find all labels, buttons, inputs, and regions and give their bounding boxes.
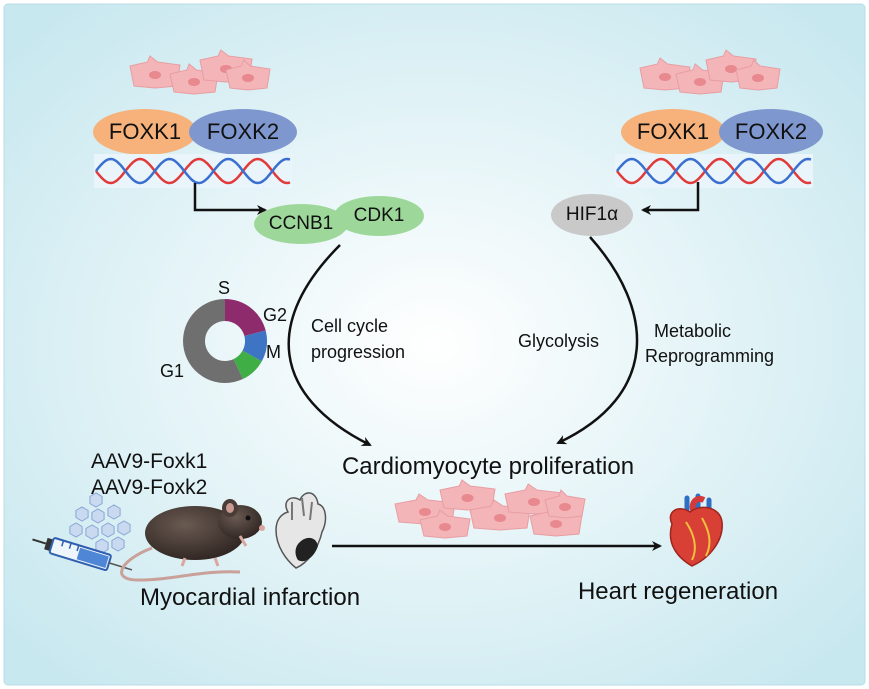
foxk2-left-ellipse: [189, 109, 297, 155]
phase-label-g1: G1: [160, 361, 185, 381]
cell-nucleus: [550, 520, 562, 528]
cell-nucleus: [242, 74, 254, 82]
infarcted-heart-icon: [275, 492, 327, 569]
aav-particles-icon: [69, 492, 131, 554]
cardiomyocyte-cluster-icon: [129, 49, 271, 95]
metabolic-label-line2: Reprogramming: [645, 346, 775, 366]
hif1a-ellipse: [551, 194, 633, 236]
dna-strand-blue: [95, 157, 291, 185]
phase-label-g2: G2: [263, 305, 288, 325]
activation-arrow-left: [193, 183, 267, 215]
dna-strip-right: [615, 154, 813, 188]
outcome-label: Cardiomyocyte proliferation: [341, 453, 635, 480]
ccnb1-ellipse: [254, 204, 348, 244]
cell-nucleus: [694, 78, 706, 86]
phase-segment-s: [225, 299, 266, 337]
cell-nucleus: [461, 494, 474, 502]
foxk1-right-ellipse: [621, 109, 725, 155]
phase-segment-g1: [183, 299, 243, 383]
aav-particle: [101, 522, 115, 538]
myocardial-infarction-label: Myocardial infarction: [139, 584, 361, 611]
cell-nucleus: [188, 78, 200, 86]
cell-nucleus: [725, 65, 737, 73]
dna-strip-left: [94, 154, 292, 188]
phase-label-m: M: [266, 342, 281, 362]
foxk2-left-label: FOXK2: [206, 119, 280, 144]
aav-particle: [75, 506, 89, 522]
heart-regeneration-label: Heart regeneration: [577, 578, 779, 605]
hif1a-label: HIF1α: [565, 204, 619, 225]
cell-cycle-label-line2: progression: [311, 342, 406, 362]
treatment-label-line1: AAV9-Foxk1: [91, 450, 208, 473]
cell-nucleus: [528, 498, 540, 506]
treatment-label-line2: AAV9-Foxk2: [91, 476, 208, 499]
cell-nucleus: [559, 503, 571, 511]
cell-cycle-label-line1: Cell cycle: [311, 316, 389, 336]
foxk2-right-label: FOXK2: [734, 119, 808, 144]
foxk1-left-label: FOXK1: [108, 119, 182, 144]
dna-strand-red: [95, 157, 291, 185]
metabolic-label-line1: Metabolic: [654, 321, 732, 341]
glycolysis-label: Glycolysis: [518, 331, 600, 351]
metabolic-curve-arrow: [556, 236, 639, 445]
cell-nucleus: [149, 71, 161, 79]
dna-strand-blue: [616, 157, 812, 185]
aav-particle: [117, 520, 131, 536]
cdk1-ellipse: [334, 196, 424, 236]
cell-cycle-donut: [183, 299, 267, 383]
aav-particle: [85, 524, 99, 540]
cell-nucleus: [419, 508, 431, 516]
foxk1-left-ellipse: [93, 109, 197, 155]
foxk1-right-label: FOXK1: [636, 119, 710, 144]
phase-label-s: S: [217, 278, 231, 298]
cell-nucleus: [752, 74, 764, 82]
cell-nucleus: [439, 523, 451, 531]
aav-particle: [107, 504, 121, 520]
aav-particle: [69, 522, 83, 538]
cdk1-label: CDK1: [353, 205, 405, 226]
foxk2-right-ellipse: [719, 109, 823, 155]
cell-nucleus: [659, 73, 671, 81]
cell-cycle-curve-arrow: [287, 244, 372, 447]
dna-strand-red: [616, 157, 812, 185]
aav-particle: [89, 492, 103, 508]
ccnb1-label: CCNB1: [268, 213, 334, 234]
mouse-icon: [120, 499, 265, 582]
cardiomyocyte-cluster-icon: [639, 49, 781, 95]
heart-icon: [669, 493, 723, 567]
aav-particle: [111, 536, 125, 552]
phase-segment-m: [233, 350, 262, 380]
phase-segment-g2: [242, 330, 267, 362]
cardiomyocyte-cluster-icon: [394, 479, 586, 539]
activation-arrow-right: [641, 182, 700, 215]
syringe-icon: [32, 537, 133, 572]
cell-nucleus: [494, 514, 506, 522]
aav-particle: [91, 508, 105, 524]
